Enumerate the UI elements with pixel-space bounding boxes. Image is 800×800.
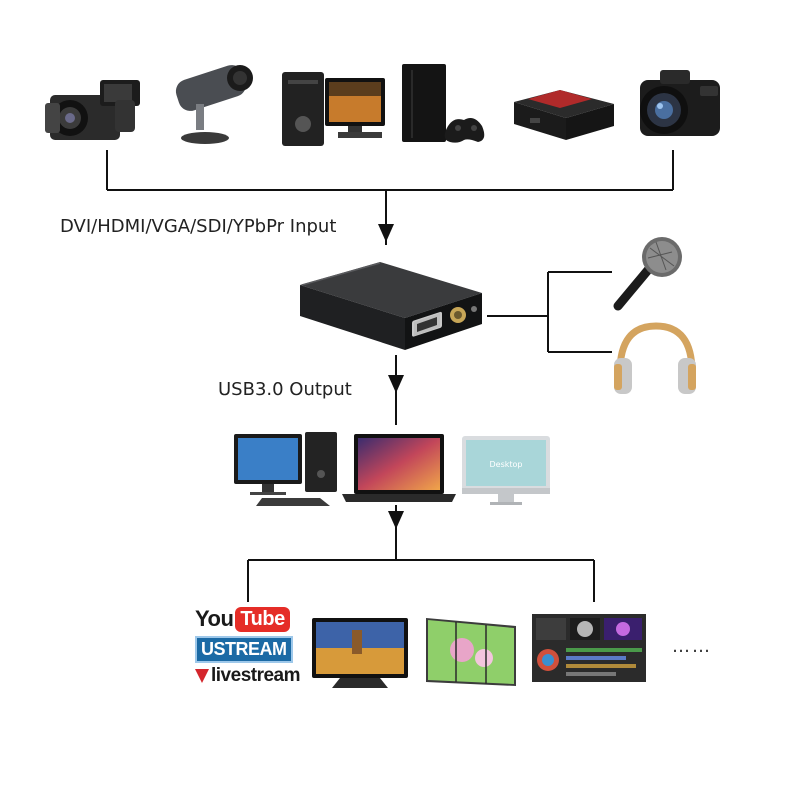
headphones-icon xyxy=(614,322,696,394)
distribution-arrowhead xyxy=(388,511,404,529)
game-console-icon xyxy=(402,64,485,143)
all-in-one-icon: Desktop xyxy=(462,436,550,505)
media-box-icon xyxy=(514,90,614,140)
security-camera-icon xyxy=(175,65,253,144)
input-label: DVI/HDMI/VGA/SDI/YPbPr Input xyxy=(60,216,337,237)
desktop-screen-text: Desktop xyxy=(490,460,523,469)
desktop-pc-icon xyxy=(282,72,385,146)
video-wall-icon xyxy=(426,618,516,686)
more-destinations-ellipsis: …… xyxy=(672,636,712,657)
arrowheads xyxy=(378,224,404,529)
output-arrowhead xyxy=(388,375,404,393)
livestream-logo: livestream xyxy=(195,665,305,687)
output-label: USB3.0 Output xyxy=(218,379,352,400)
laptop-icon xyxy=(342,434,456,502)
youtube-logo: You Tube xyxy=(195,606,305,632)
youtube-tube-text: Tube xyxy=(235,606,290,632)
capture-card-device xyxy=(300,262,482,350)
youtube-you-text: You xyxy=(195,606,234,631)
dslr-camera-icon xyxy=(640,70,720,136)
input-arrowhead xyxy=(378,224,394,242)
editing-software-icon xyxy=(532,614,646,682)
ustream-logo: USTREAM xyxy=(195,636,293,663)
connector-lines xyxy=(106,150,674,602)
tv-icon xyxy=(312,618,408,688)
desktop-computer-icon xyxy=(234,432,337,506)
livestream-text: livestream xyxy=(211,665,301,686)
microphone-icon xyxy=(613,237,682,311)
livestream-mark-icon xyxy=(195,669,209,683)
streaming-platforms: You Tube USTREAM livestream xyxy=(195,606,305,687)
camcorder-icon xyxy=(45,80,140,140)
